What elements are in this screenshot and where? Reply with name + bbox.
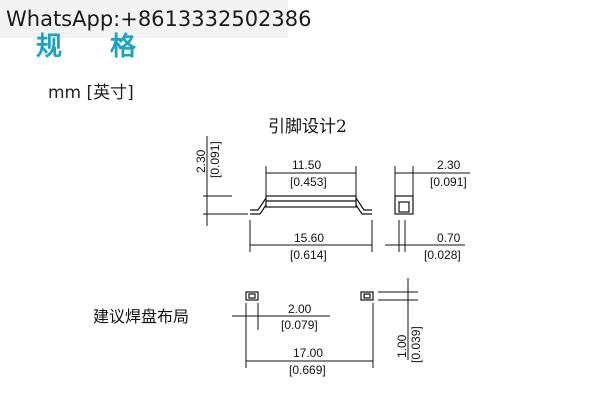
- pad-left: [245, 291, 259, 301]
- pad-span-dimension: [245, 303, 374, 368]
- width-mm: 2.30: [437, 158, 461, 172]
- body-length-mm: 11.50: [292, 158, 321, 172]
- lead-mm: 0.70: [437, 231, 461, 245]
- total-length-mm: 15.60: [294, 231, 324, 245]
- width-in: [0.091]: [430, 175, 467, 189]
- watermark: WhatsApp:+8613332502386: [0, 0, 312, 38]
- height-in: [0.091]: [208, 141, 222, 178]
- spec-heading: 规格: [36, 32, 185, 62]
- units-label: mm [英寸]: [48, 83, 134, 103]
- pad-span-mm: 17.00: [293, 346, 323, 360]
- body-length-dimension: [265, 166, 357, 196]
- total-length-dimension: [249, 220, 373, 252]
- pad-layout-title: 建议焊盘布局: [93, 307, 189, 326]
- height-dimension: [203, 136, 248, 226]
- total-length-in: [0.614]: [290, 248, 327, 262]
- pin-design-title: 引脚设计2: [268, 117, 347, 137]
- lead-in: [0.028]: [424, 248, 461, 262]
- height-mm: 2.30: [194, 149, 208, 173]
- pad-span-in: [0.669]: [289, 363, 326, 377]
- pad-width-dimension: [232, 303, 330, 330]
- component-side-view: [250, 195, 372, 215]
- pad-height-mm: 1.00: [395, 334, 409, 358]
- pad-height-in: [0.039]: [409, 326, 423, 363]
- body-length-in: [0.453]: [290, 175, 327, 189]
- component-end-view: [385, 166, 470, 252]
- pad-width-mm: 2.00: [288, 302, 312, 316]
- pad-right: [360, 291, 374, 301]
- pad-width-in: [0.079]: [281, 318, 318, 332]
- pad-height-dimension: [378, 278, 418, 360]
